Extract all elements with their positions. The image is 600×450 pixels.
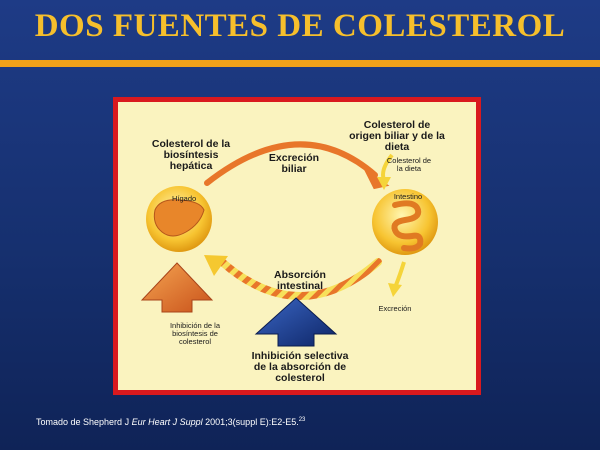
selective-absorption-inhibition-label: Inhibición selectiva de la absorción de … [251, 350, 349, 385]
intestinal-absorption-arrowhead [204, 255, 228, 276]
citation-prefix: Tomado de Shepherd J [36, 417, 130, 427]
biosynthesis-inhibition-label: Inhibición de la biosíntesis de colester… [169, 321, 221, 346]
hepatic-synthesis-label: Colesterol de la biosíntesis hepática [151, 138, 231, 173]
intestinal-absorption-label: Absorción intestinal [274, 269, 326, 293]
diet-cholesterol-label: Colesterol de la dieta [386, 156, 432, 173]
excretion-arrowhead [388, 283, 402, 297]
slide-title: DOS FUENTES DE COLESTEROL [34, 8, 566, 44]
intestinal-absorption-arrow [218, 258, 382, 300]
biliary-excretion-label: Excreción biliar [268, 152, 320, 176]
excretion-arrow [394, 261, 406, 286]
citation-ref: 23 [298, 417, 306, 423]
intestine-icon [391, 200, 424, 252]
diet-arrowhead [377, 177, 391, 190]
intestine-label: Intestino [393, 192, 423, 201]
citation-detail: 2001;3(suppl E):E2-E5. [205, 417, 299, 427]
hepatic-inhibition-arrow [140, 262, 214, 313]
source-citation: Tomado de Shepherd J Eur Heart J Suppl 2… [36, 417, 305, 427]
biliary-excretion-arrow [204, 141, 378, 186]
origin-biliary-diet-label: Colesterol de origen biliar y de la diet… [349, 119, 445, 154]
selective-inhibition-arrow [254, 297, 338, 347]
excretion-label: Excreción [378, 304, 412, 313]
title-underline [0, 60, 600, 67]
liver-icon [153, 199, 205, 237]
liver-label: Hígado [172, 194, 197, 203]
citation-journal: Eur Heart J Suppl [131, 417, 203, 427]
